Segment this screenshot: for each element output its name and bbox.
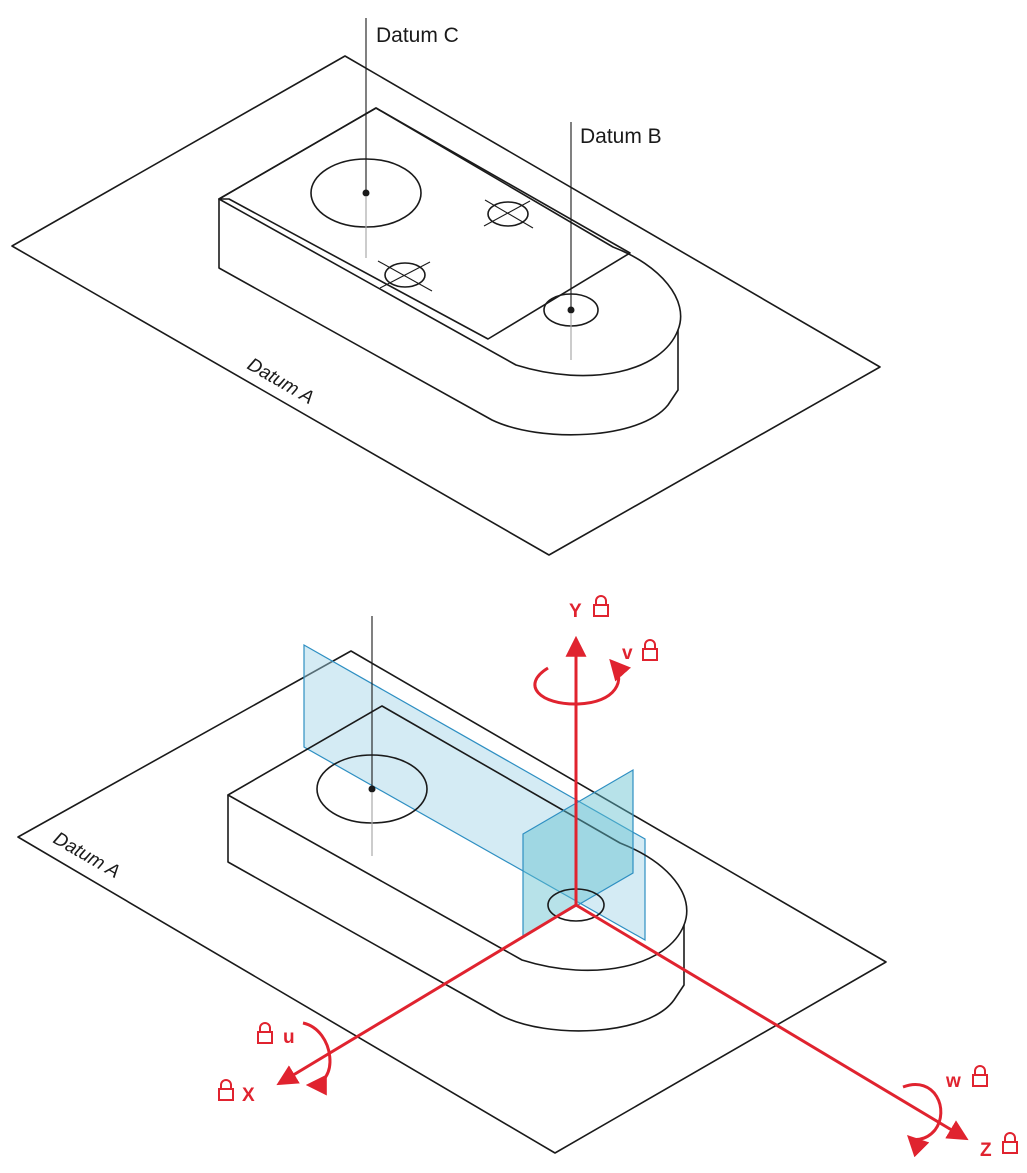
datum-b-plane bbox=[522, 768, 634, 939]
coordinate-axes: Y v u X w Z bbox=[218, 595, 1018, 1161]
z-axis-label: Z bbox=[980, 1140, 992, 1161]
lock-icon bbox=[593, 595, 609, 617]
u-rotation-arrow bbox=[302, 1021, 332, 1096]
w-rotation-arrow bbox=[902, 1083, 943, 1158]
x-axis-label: X bbox=[242, 1085, 255, 1106]
lock-icon bbox=[1002, 1132, 1018, 1154]
v-rotation-arrow bbox=[533, 658, 632, 706]
top-figure: Datum C Datum B Datum A bbox=[11, 18, 881, 556]
block-side-faces-top bbox=[218, 198, 679, 436]
w-rotation-label: w bbox=[945, 1071, 961, 1092]
y-axis-label: Y bbox=[569, 601, 582, 622]
lock-icon bbox=[257, 1022, 273, 1044]
block-side-faces-bottom bbox=[227, 794, 685, 1032]
x-axis bbox=[276, 903, 577, 1086]
datum-a-plane-bottom bbox=[17, 650, 887, 1154]
datum-b-label: Datum B bbox=[580, 125, 662, 148]
u-rotation-label: u bbox=[283, 1027, 295, 1048]
lock-icon bbox=[218, 1079, 234, 1101]
datum-c-center-dot bbox=[362, 189, 370, 197]
datum-b-center-dot bbox=[567, 306, 575, 314]
datum-c-label: Datum C bbox=[376, 24, 459, 47]
v-rotation-label: v bbox=[622, 643, 633, 664]
lock-icon bbox=[972, 1065, 988, 1087]
bottom-figure: Datum A Y v u X w Z bbox=[17, 595, 1018, 1161]
datum-c-plane bbox=[303, 643, 646, 942]
datum-a-label-bottom: Datum A bbox=[50, 828, 124, 883]
small-hole-2 bbox=[377, 260, 433, 292]
datum-a-plane-top bbox=[11, 55, 881, 556]
lock-icon bbox=[642, 639, 658, 661]
small-hole-1 bbox=[483, 199, 534, 229]
z-axis bbox=[575, 903, 969, 1141]
block-top-face bbox=[218, 107, 631, 340]
datum-c-center-dot-bottom bbox=[368, 785, 376, 793]
